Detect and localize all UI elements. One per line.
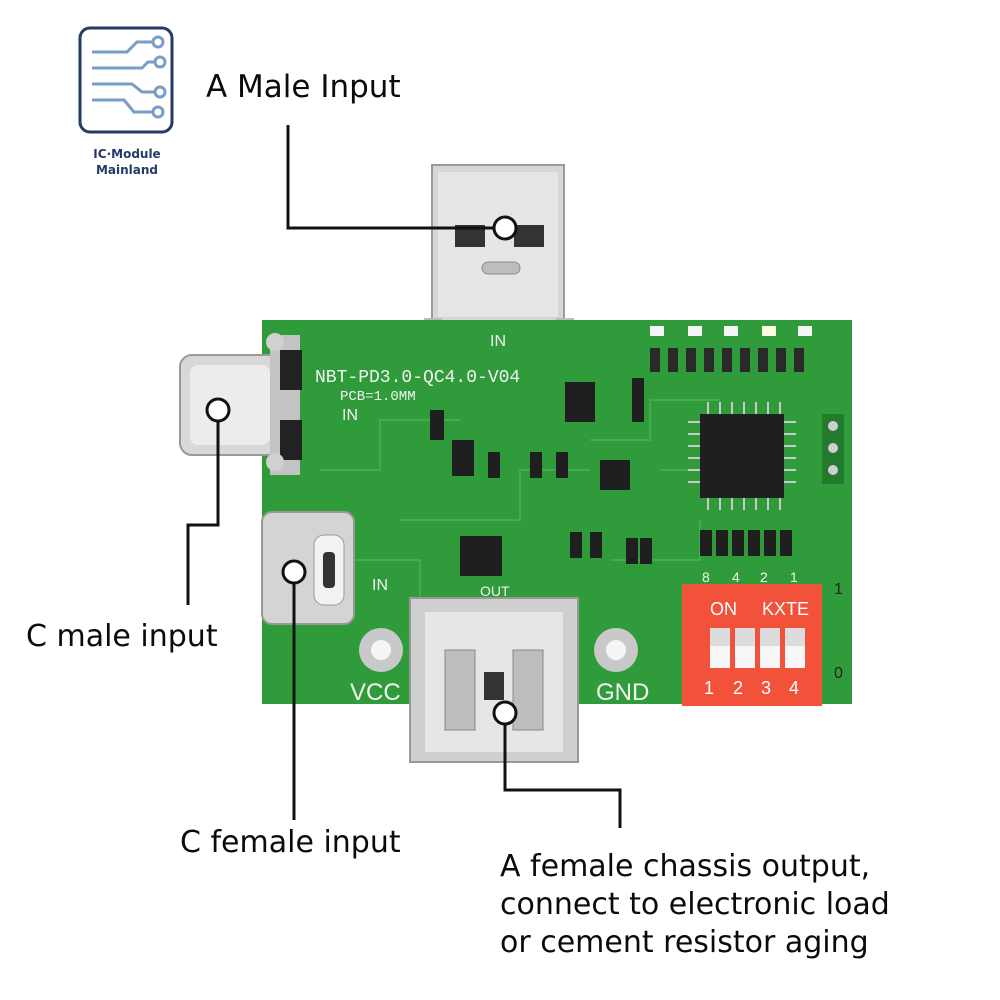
callout-dot-a-female bbox=[492, 700, 518, 726]
dip-number-3: 3 bbox=[761, 678, 771, 698]
label-a-female-output-line1: A female chassis output, bbox=[500, 849, 871, 884]
dip-state-0: 0 bbox=[834, 665, 843, 682]
dip-number-2: 2 bbox=[733, 678, 743, 698]
dip-weight-4: 4 bbox=[732, 569, 740, 585]
dip-number-1: 1 bbox=[704, 678, 714, 698]
board-pcb-text: PCB=1.0MM bbox=[340, 389, 416, 405]
mosfet bbox=[452, 440, 474, 476]
label-a-female-output: A female chassis output, connect to elec… bbox=[500, 848, 960, 962]
label-a-female-output-line3: or cement resistor aging bbox=[500, 925, 869, 960]
usb-c-male-connector bbox=[179, 333, 302, 475]
board-in-top: IN bbox=[490, 333, 506, 350]
callout-dot-c-female bbox=[281, 559, 307, 585]
mount-hole-vcc bbox=[359, 628, 403, 672]
usb-c-female-connector bbox=[261, 511, 355, 625]
callout-line-a-female bbox=[503, 713, 622, 828]
dip-switch bbox=[682, 584, 822, 706]
dip-on-label: ON bbox=[710, 599, 737, 619]
callout-dot-a-male bbox=[492, 215, 518, 241]
logo-line2: Mainland bbox=[95, 163, 159, 177]
label-a-female-output-line2: connect to electronic load bbox=[500, 887, 890, 922]
board-in-side: IN bbox=[342, 407, 358, 424]
resistor-array bbox=[650, 348, 804, 372]
dip-state-1: 1 bbox=[834, 581, 843, 598]
label-c-male-input: C male input bbox=[26, 619, 218, 654]
usb-a-male-connector bbox=[424, 164, 574, 356]
led-row bbox=[650, 326, 812, 336]
callout-dot-c-male bbox=[205, 397, 231, 423]
board-in-typec: IN bbox=[372, 577, 388, 594]
board-out: OUT bbox=[480, 583, 510, 599]
dip-weight-8: 8 bbox=[702, 569, 710, 585]
microcontroller-chip bbox=[688, 402, 796, 510]
dip-number-4: 4 bbox=[789, 678, 799, 698]
regulator-chip bbox=[565, 382, 595, 422]
callout-line-c-male bbox=[186, 410, 220, 605]
pin-header bbox=[822, 414, 844, 484]
label-a-male-input: A Male Input bbox=[206, 69, 401, 105]
callout-line-a-male bbox=[286, 125, 495, 230]
brand-logo: IC·Module Mainland bbox=[72, 22, 182, 192]
mount-hole-gnd bbox=[594, 628, 638, 672]
dip-brand-label: KXTE bbox=[762, 599, 809, 619]
label-c-female-input: C female input bbox=[180, 825, 401, 860]
pd-chip bbox=[460, 536, 502, 576]
board-model-text: NBT-PD3.0-QC4.0-V04 bbox=[315, 368, 520, 388]
usb-a-female-connector bbox=[409, 597, 579, 763]
logo-line1: IC·Module bbox=[93, 147, 161, 161]
small-chip bbox=[600, 460, 630, 490]
board-vcc: VCC bbox=[350, 679, 401, 706]
circuit-board-icon bbox=[78, 26, 174, 134]
board-gnd: GND bbox=[596, 679, 649, 706]
dip-weight-2: 2 bbox=[760, 569, 768, 585]
dip-weight-1: 1 bbox=[790, 569, 798, 585]
